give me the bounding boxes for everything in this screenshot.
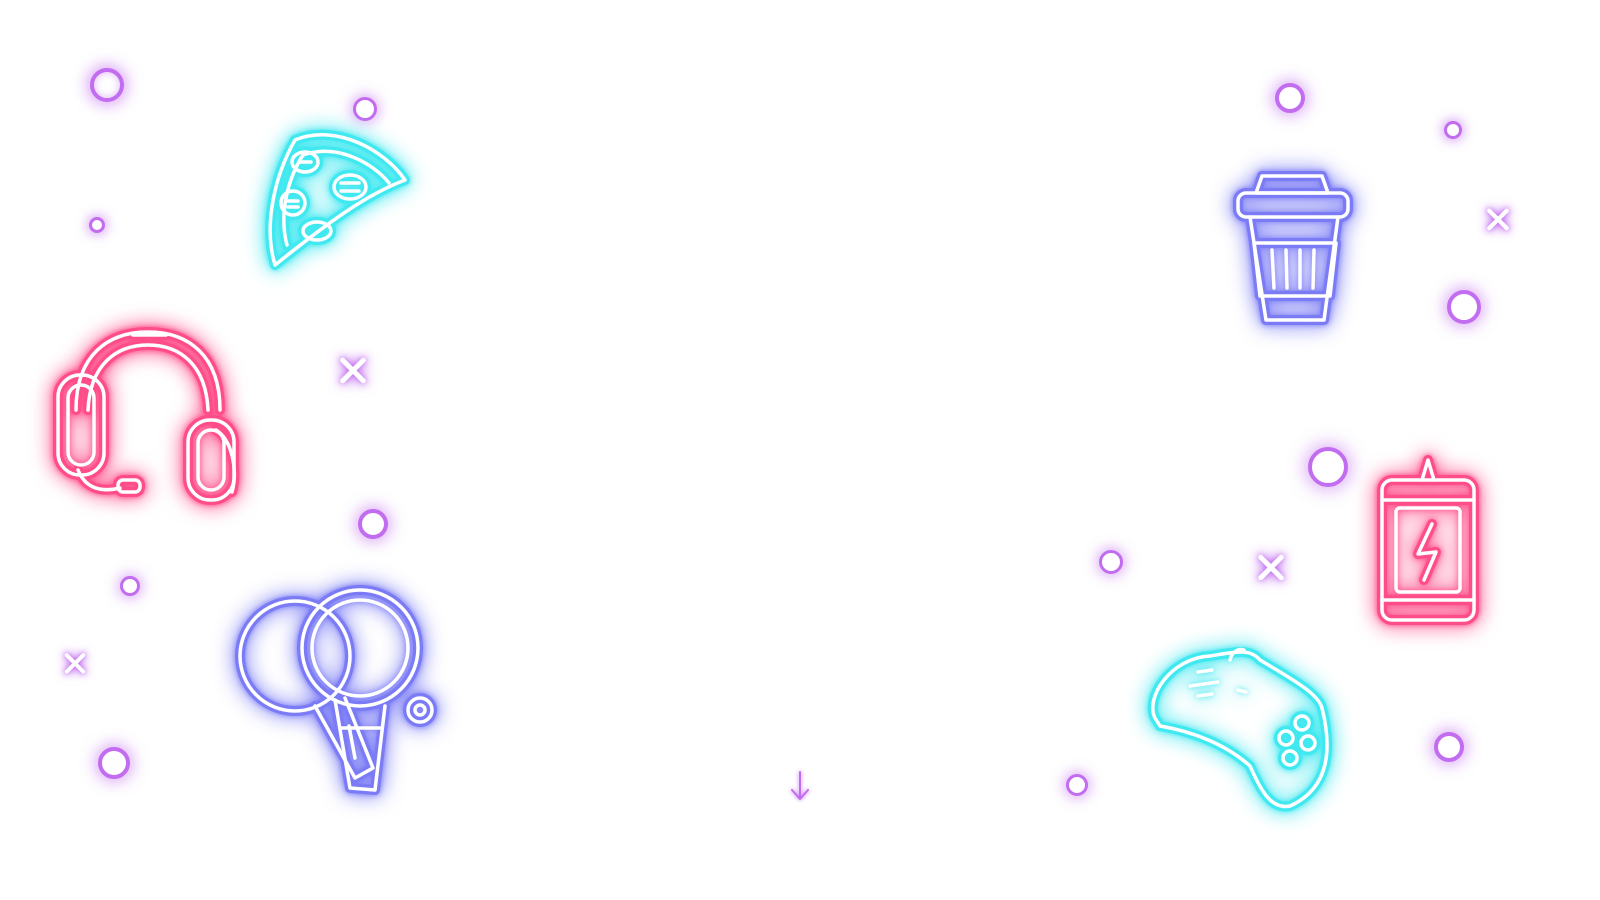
coffee-cup-icon bbox=[1233, 171, 1353, 325]
decor-circle bbox=[120, 576, 140, 596]
arrow-down-icon[interactable] bbox=[788, 768, 812, 804]
gamepad-icon bbox=[1147, 647, 1333, 812]
decor-circle bbox=[90, 68, 124, 102]
decor-circle bbox=[1275, 83, 1305, 113]
decor-circle bbox=[1444, 121, 1462, 139]
energy-drink-can-icon bbox=[1377, 455, 1479, 625]
decor-circle bbox=[98, 747, 130, 779]
pizza-slice-icon bbox=[265, 129, 410, 270]
decor-cross bbox=[1251, 547, 1291, 587]
decor-circle bbox=[1308, 447, 1348, 487]
decor-cross bbox=[59, 647, 91, 679]
ping-pong-paddles-icon bbox=[235, 585, 437, 795]
decor-circle bbox=[1066, 774, 1088, 796]
decor-circle bbox=[1447, 290, 1481, 324]
decor-circle bbox=[1099, 550, 1123, 574]
headphones-icon bbox=[53, 327, 240, 505]
decor-circle bbox=[358, 509, 388, 539]
decor-cross bbox=[1481, 202, 1515, 236]
decor-circle bbox=[89, 217, 105, 233]
decor-circle bbox=[1434, 732, 1464, 762]
decor-cross bbox=[333, 350, 373, 390]
decor-circle bbox=[353, 97, 377, 121]
